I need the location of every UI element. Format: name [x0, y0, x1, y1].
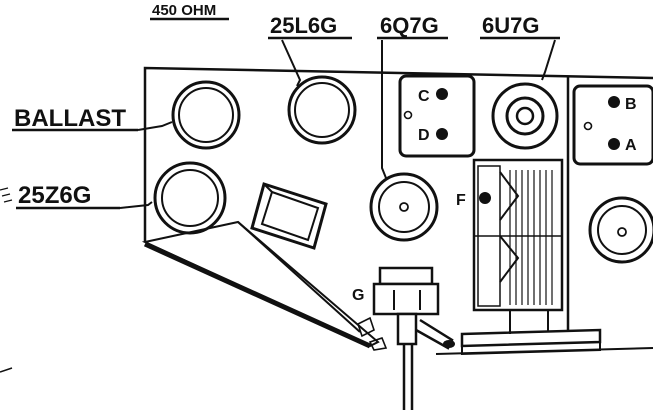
tube-25z6g-socket	[153, 161, 227, 235]
terminal-box-ab	[572, 84, 653, 166]
ohm-label: 450 OHM	[152, 2, 216, 19]
terminal-a-dot	[608, 138, 620, 150]
speaker-box	[250, 182, 328, 250]
chassis-front-slope	[141, 220, 380, 348]
terminal-c-label: C	[418, 88, 430, 105]
tube-6q7g-socket	[369, 172, 439, 242]
tube-25l6g-socket	[287, 75, 357, 145]
margin-mark	[0, 187, 13, 203]
control-g-label: G	[352, 287, 364, 304]
tuning-capacitor	[472, 158, 564, 312]
terminal-f-label: F	[456, 192, 466, 209]
tube-25l6g-leader	[281, 39, 302, 87]
terminal-box-cd	[398, 74, 476, 158]
tube-6q7g-label: 6Q7G	[380, 13, 439, 38]
ballast-label: BALLAST	[14, 105, 126, 132]
tube-25l6g-label: 25L6G	[270, 13, 337, 38]
right-socket	[588, 196, 653, 264]
terminal-b-label: B	[625, 96, 637, 113]
terminal-d-dot	[436, 128, 448, 140]
terminal-f-dot	[479, 192, 491, 204]
tube-6u7g-label: 6U7G	[482, 13, 539, 38]
tube-25z6g-leader	[119, 201, 153, 209]
chassis-outline	[143, 66, 653, 242]
control-g	[357, 266, 455, 410]
dial-pulley	[435, 310, 653, 356]
margin-mark	[0, 367, 13, 373]
tube-6q7g-leader	[381, 40, 387, 179]
ballast-leader	[137, 121, 173, 131]
chassis-bottom-edge	[143, 241, 372, 349]
terminal-b-dot	[608, 96, 620, 108]
tube-6u7g-socket	[491, 82, 559, 150]
terminal-d-label: D	[418, 127, 430, 144]
tube-25z6g-label: 25Z6G	[18, 182, 91, 209]
ballast-socket	[171, 80, 241, 150]
chassis-inner-edge	[237, 221, 361, 333]
terminal-a-label: A	[625, 137, 637, 154]
terminal-c-dot	[436, 88, 448, 100]
tube-6u7g-leader	[541, 39, 556, 81]
